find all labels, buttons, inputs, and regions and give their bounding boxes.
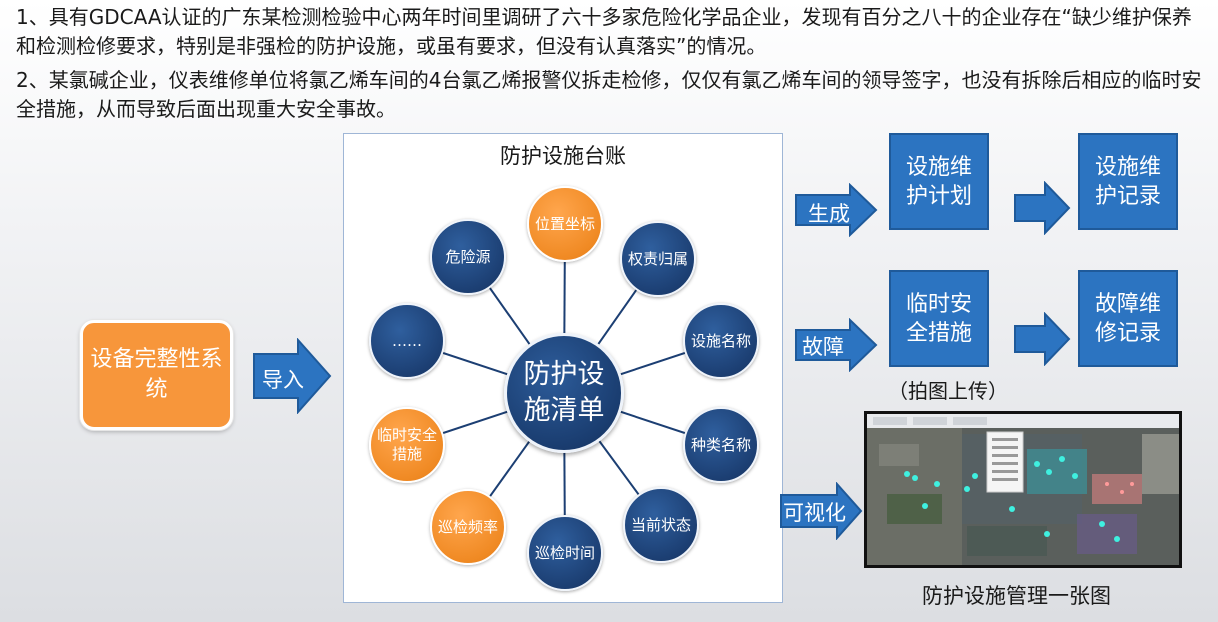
node-hazard-source: 危险源 <box>430 219 506 295</box>
repair-record-box: 故障维修记录 <box>1078 270 1178 367</box>
equipment-integrity-system-box: 设备完整性系统 <box>80 320 233 430</box>
paragraph-2: 2、某氯碱企业，仪表维修单位将氯乙烯车间的4台氯乙烯报警仪拆走检修，仅仅有氯乙烯… <box>16 68 1202 121</box>
node-category-name: 种类名称 <box>683 407 759 483</box>
node-temporary-measures: 临时安全措施 <box>369 407 445 483</box>
generate-arrow <box>795 183 878 237</box>
node-ownership: 权责归属 <box>620 221 696 297</box>
visualize-label: 可视化 <box>783 501 846 525</box>
node-facility-name: 设施名称 <box>683 303 759 379</box>
import-label: 导入 <box>262 368 304 392</box>
facility-ledger-panel: 防护设施台账 防护设施清单 位置坐标 权责归属 设施名称 种类名称 当前状态 巡… <box>343 133 783 603</box>
node-location: 位置坐标 <box>527 186 603 262</box>
map-caption: 防护设施管理一张图 <box>922 584 1111 608</box>
fault-arrow <box>795 318 878 372</box>
panel-title: 防护设施台账 <box>500 144 626 168</box>
visualize-arrow <box>780 482 863 540</box>
node-ellipsis: …… <box>369 303 445 379</box>
import-arrow <box>253 338 332 414</box>
node-inspection-frequency: 巡检频率 <box>430 489 506 565</box>
maintenance-plan-box: 设施维护计划 <box>889 133 989 230</box>
paragraph-1: 1、具有GDCAA认证的广东某检测检验中心两年时间里调研了六十多家危险化学品企业… <box>16 5 1192 58</box>
temporary-measures-box: 临时安全措施 <box>889 270 989 367</box>
node-current-status: 当前状态 <box>623 487 699 563</box>
fault-label: 故障 <box>802 335 844 359</box>
node-inspection-time: 巡检时间 <box>527 515 603 591</box>
plan-to-record-arrow <box>1014 181 1071 235</box>
aerial-map-picture <box>867 414 1179 565</box>
generate-label: 生成 <box>808 202 850 226</box>
measures-to-repair-arrow <box>1014 312 1071 366</box>
photo-upload-caption: （拍图上传） <box>888 379 1008 403</box>
facility-map-image <box>864 411 1182 568</box>
center-node: 防护设施清单 <box>504 333 624 453</box>
maintenance-record-box: 设施维护记录 <box>1078 133 1178 230</box>
